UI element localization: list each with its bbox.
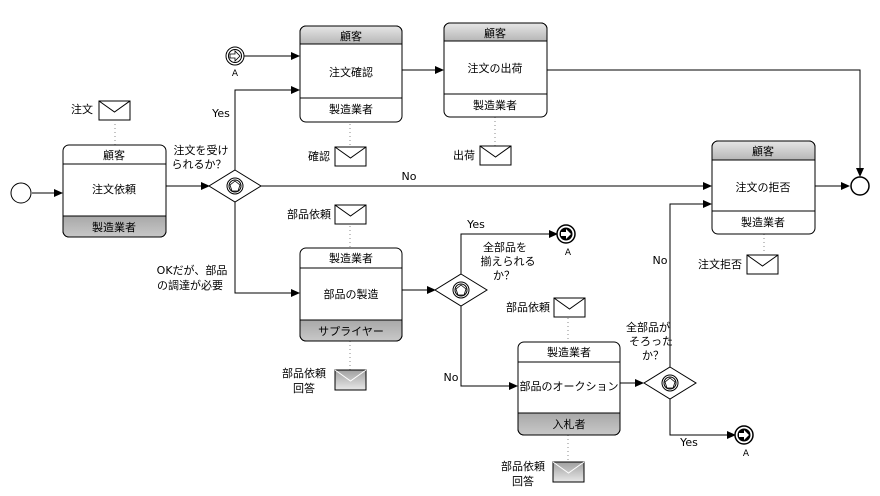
message-reject[interactable]: 注文拒否	[698, 254, 779, 275]
task-parts-manufacture-top: 製造業者	[329, 251, 373, 265]
message-parts-response-1-line2: 回答	[293, 381, 315, 395]
svg-text:注文を受け: 注文を受け	[174, 143, 229, 157]
link-event-a-start[interactable]: A	[225, 46, 245, 79]
svg-text:全部品を: 全部品を	[483, 240, 527, 254]
message-reject-label: 注文拒否	[698, 257, 742, 271]
message-parts-response-2-line1: 部品依頼	[501, 459, 545, 473]
gateway-accept-order[interactable]	[208, 169, 262, 203]
message-parts-response-2[interactable]: 部品依頼 回答	[501, 459, 585, 488]
task-order-reject-top: 顧客	[752, 144, 774, 158]
link-event-a-end-1-label: A	[565, 248, 572, 258]
task-order-confirm-name: 注文確認	[329, 65, 373, 79]
gateway-parts-available-question: 全部品を 揃えられる か？	[481, 240, 536, 282]
envelope-icon	[334, 204, 367, 225]
envelope-icon	[334, 146, 367, 167]
task-order-ship-name: 注文の出荷	[468, 61, 523, 75]
flow-gateway2-no[interactable]	[460, 306, 518, 390]
message-confirm[interactable]: 確認	[308, 146, 367, 167]
task-parts-auction[interactable]: 製造業者 部品のオークション 入札者	[517, 341, 621, 436]
flow-label-yes-g2: Yes	[466, 218, 485, 231]
task-order-ship[interactable]: 顧客 注文の出荷 製造業者	[443, 22, 548, 118]
link-event-a-start-label: A	[232, 69, 239, 79]
message-ship[interactable]: 出荷	[453, 145, 512, 166]
task-order-ship-top: 顧客	[484, 26, 506, 40]
link-event-a-end-1[interactable]: A	[556, 224, 576, 258]
task-order-ship-bottom: 製造業者	[473, 98, 517, 112]
task-order-request[interactable]: 顧客 注文依頼 製造業者	[62, 144, 167, 238]
message-confirm-label: 確認	[308, 149, 330, 163]
task-parts-manufacture-name: 部品の製造	[324, 287, 379, 301]
svg-text:か？: か？	[642, 349, 664, 362]
flow-label-no-mid: No	[402, 170, 417, 183]
flow-label-ok-parts-1: OKだが、部品	[157, 263, 228, 277]
end-event[interactable]	[850, 176, 870, 196]
task-order-reject[interactable]: 顧客 注文の拒否 製造業者	[711, 140, 816, 235]
message-ship-label: 出荷	[453, 148, 475, 162]
message-parts-response-1[interactable]: 部品依頼 回答	[282, 366, 367, 395]
task-order-reject-bottom: 製造業者	[741, 215, 785, 229]
envelope-filled-icon	[552, 461, 585, 483]
envelope-icon	[479, 145, 512, 166]
flow-label-ok-parts-2: の調達が必要	[157, 278, 223, 292]
task-parts-auction-bottom: 入札者	[553, 418, 586, 431]
envelope-filled-icon	[334, 369, 367, 391]
flow-gateway1-ok-parts[interactable]	[234, 202, 300, 297]
flow-label-yes-top: Yes	[211, 107, 230, 120]
message-parts-response-1-line1: 部品依頼	[282, 366, 326, 380]
message-parts-request-2-label: 部品依頼	[506, 300, 550, 314]
message-parts-response-2-line2: 回答	[512, 474, 534, 488]
svg-text:られるか？: られるか？	[172, 158, 227, 171]
svg-text:揃えられる: 揃えられる	[481, 255, 536, 268]
task-parts-manufacture[interactable]: 製造業者 部品の製造 サプライヤー	[299, 247, 403, 342]
flow-label-no-g3: No	[653, 254, 668, 267]
task-order-request-name: 注文依頼	[92, 182, 136, 196]
task-parts-auction-top: 製造業者	[547, 345, 591, 359]
start-event[interactable]	[10, 182, 32, 204]
task-order-request-top: 顧客	[103, 148, 125, 162]
task-parts-auction-name: 部品のオークション	[520, 379, 619, 393]
message-order-label: 注文	[71, 102, 93, 116]
message-order[interactable]: 注文	[71, 100, 131, 121]
message-parts-request-1[interactable]: 部品依頼	[287, 204, 367, 225]
task-order-reject-name: 注文の拒否	[736, 180, 791, 194]
flow-gateway3-no[interactable]	[669, 200, 712, 367]
envelope-icon	[746, 254, 779, 275]
link-event-a-end-2[interactable]: A	[734, 425, 754, 459]
message-associations	[114, 117, 765, 461]
message-parts-request-1-label: 部品依頼	[287, 207, 331, 221]
flow-label-no-g2: No	[444, 371, 459, 384]
link-event-a-end-2-label: A	[743, 449, 750, 459]
svg-text:そろった: そろった	[629, 335, 673, 348]
envelope-icon	[98, 100, 131, 121]
message-parts-request-2[interactable]: 部品依頼	[506, 297, 586, 318]
flow-gateway1-yes[interactable]	[234, 86, 300, 170]
task-parts-manufacture-bottom: サプライヤー	[318, 325, 384, 338]
task-order-request-bottom: 製造業者	[92, 220, 136, 234]
gateway-parts-available[interactable]	[434, 273, 488, 307]
flow-label-yes-g3: Yes	[679, 436, 698, 449]
sequence-flows	[32, 52, 864, 439]
flow-gateway3-yes[interactable]	[669, 399, 736, 439]
task-order-confirm-top: 顧客	[340, 29, 362, 43]
task-order-confirm[interactable]: 顧客 注文確認 製造業者	[299, 25, 403, 123]
gateway-accept-order-question: 注文を受け られるか？	[172, 143, 229, 171]
envelope-icon	[553, 297, 586, 318]
svg-text:か？: か？	[493, 269, 515, 282]
flow-gateway2-yes[interactable]	[460, 230, 558, 274]
flow-ship-to-end[interactable]	[547, 69, 864, 177]
task-order-confirm-bottom: 製造業者	[329, 102, 373, 116]
gateway-parts-gathered[interactable]	[643, 366, 697, 400]
svg-text:全部品が: 全部品が	[626, 320, 670, 334]
gateway-parts-gathered-question: 全部品が そろった か？	[626, 320, 673, 362]
